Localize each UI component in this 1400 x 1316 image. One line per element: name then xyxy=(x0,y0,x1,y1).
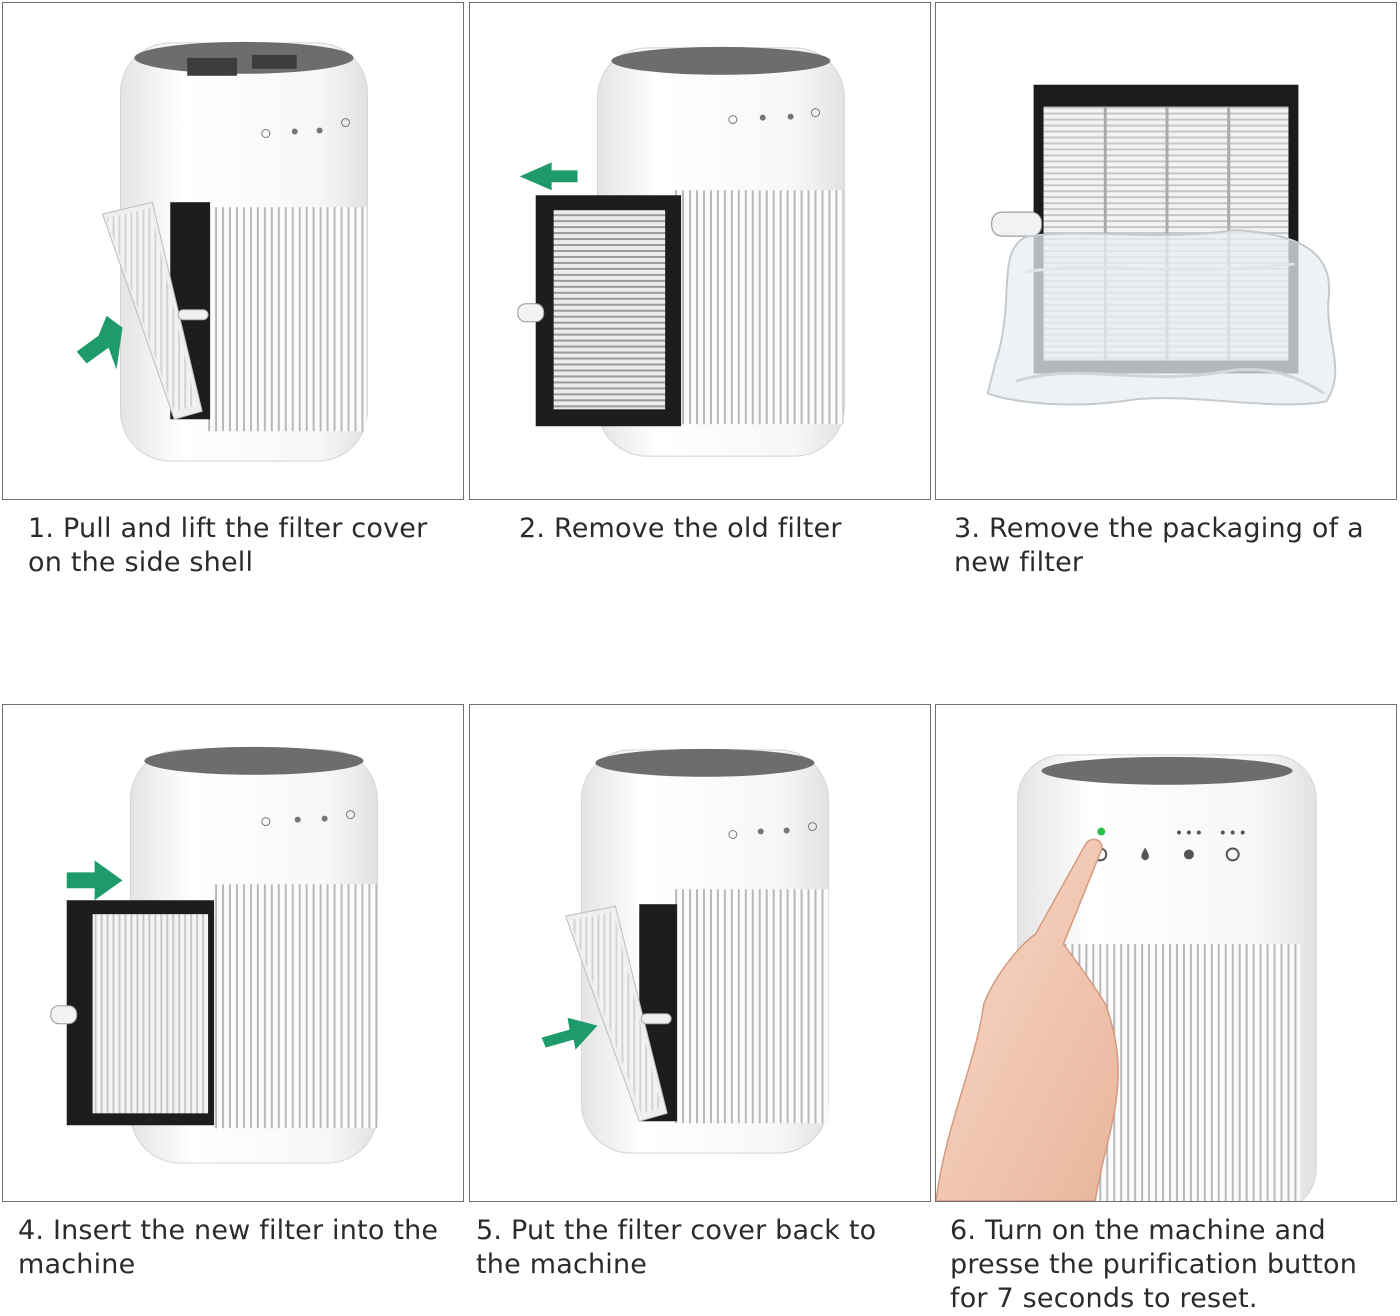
step-2-image xyxy=(469,2,931,500)
step-2-caption: 2. Remove the old filter xyxy=(519,513,842,544)
control-panel-icons xyxy=(261,118,350,138)
filter-illustration xyxy=(986,84,1337,406)
step-4-caption: 4. Insert the new filter into the machin… xyxy=(18,1215,439,1280)
step-1-caption: 1. Pull and lift the filter cover on the… xyxy=(28,513,428,578)
purifier-illustration xyxy=(936,754,1317,1201)
control-panel-icons xyxy=(261,810,355,827)
step-5-caption: 5. Put the filter cover back to the mach… xyxy=(476,1215,877,1280)
arrow-icon xyxy=(66,860,123,901)
control-panel-icons xyxy=(1093,830,1245,862)
purifier-illustration xyxy=(517,46,845,457)
step-3-caption: 3. Remove the packaging of a new filter xyxy=(954,513,1364,578)
step-1-image xyxy=(2,2,464,500)
purifier-illustration xyxy=(76,41,368,462)
step-6-image xyxy=(935,704,1397,1202)
step-5-image xyxy=(469,704,931,1202)
hand-illustration xyxy=(936,838,1119,1201)
arrow-icon xyxy=(541,1017,598,1050)
purifier-illustration xyxy=(50,746,378,1164)
arrow-icon xyxy=(519,162,578,191)
control-panel-icons xyxy=(728,108,820,125)
step-6-caption: 6. Turn on the machine and presse the pu… xyxy=(950,1215,1358,1314)
purifier-illustration xyxy=(541,748,829,1154)
step-4-image xyxy=(2,704,464,1202)
arrow-icon xyxy=(76,315,123,370)
indicator-led xyxy=(1097,827,1106,836)
control-panel-icons xyxy=(728,822,817,839)
step-3-image xyxy=(935,2,1397,500)
